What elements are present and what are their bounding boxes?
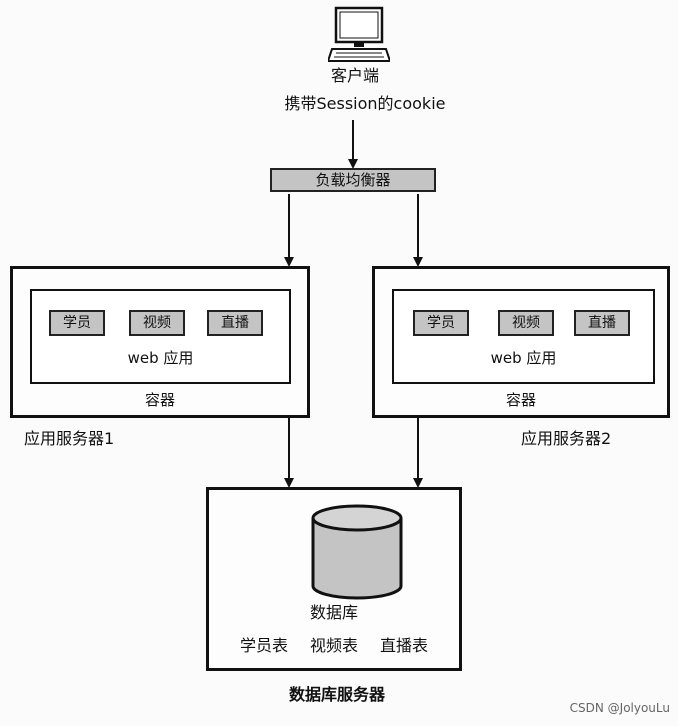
web-app-label: web 应用 (127, 349, 194, 367)
client-cookie-label: 携带Session的cookie (284, 94, 446, 113)
client-label: 客户端 (330, 66, 379, 85)
load-balancer: 负载均衡器 (270, 168, 436, 192)
database-icon (311, 504, 403, 600)
watermark: CSDN @JolyouLu (569, 701, 670, 715)
app-server-2: 学员 视频 直播 web 应用 容器 (372, 266, 670, 418)
computer-icon (328, 6, 390, 62)
app-server-1: 学员 视频 直播 web 应用 容器 (10, 266, 310, 418)
app-server-1-name: 应用服务器1 (24, 429, 115, 448)
db-server: 数据库 学员表 视频表 直播表 (206, 487, 462, 671)
web-app-box: 学员 视频 直播 web 应用 (30, 289, 291, 384)
module-student: 学员 (49, 310, 105, 336)
table-student: 学员表 (239, 636, 288, 655)
module-student: 学员 (413, 310, 469, 336)
database-label: 数据库 (309, 603, 358, 622)
app-server-2-name: 应用服务器2 (521, 429, 612, 448)
db-server-name: 数据库服务器 (288, 685, 385, 704)
db-table-list: 学员表 视频表 直播表 (209, 636, 459, 656)
module-video: 视频 (129, 310, 185, 336)
container-label: 容器 (505, 391, 536, 409)
web-app-label: web 应用 (490, 349, 557, 367)
table-live: 直播表 (380, 636, 429, 655)
module-live: 直播 (207, 310, 263, 336)
table-video: 视频表 (309, 636, 358, 655)
web-app-box: 学员 视频 直播 web 应用 (392, 289, 655, 384)
module-live: 直播 (574, 310, 630, 336)
container-label: 容器 (144, 391, 175, 409)
module-video: 视频 (498, 310, 554, 336)
